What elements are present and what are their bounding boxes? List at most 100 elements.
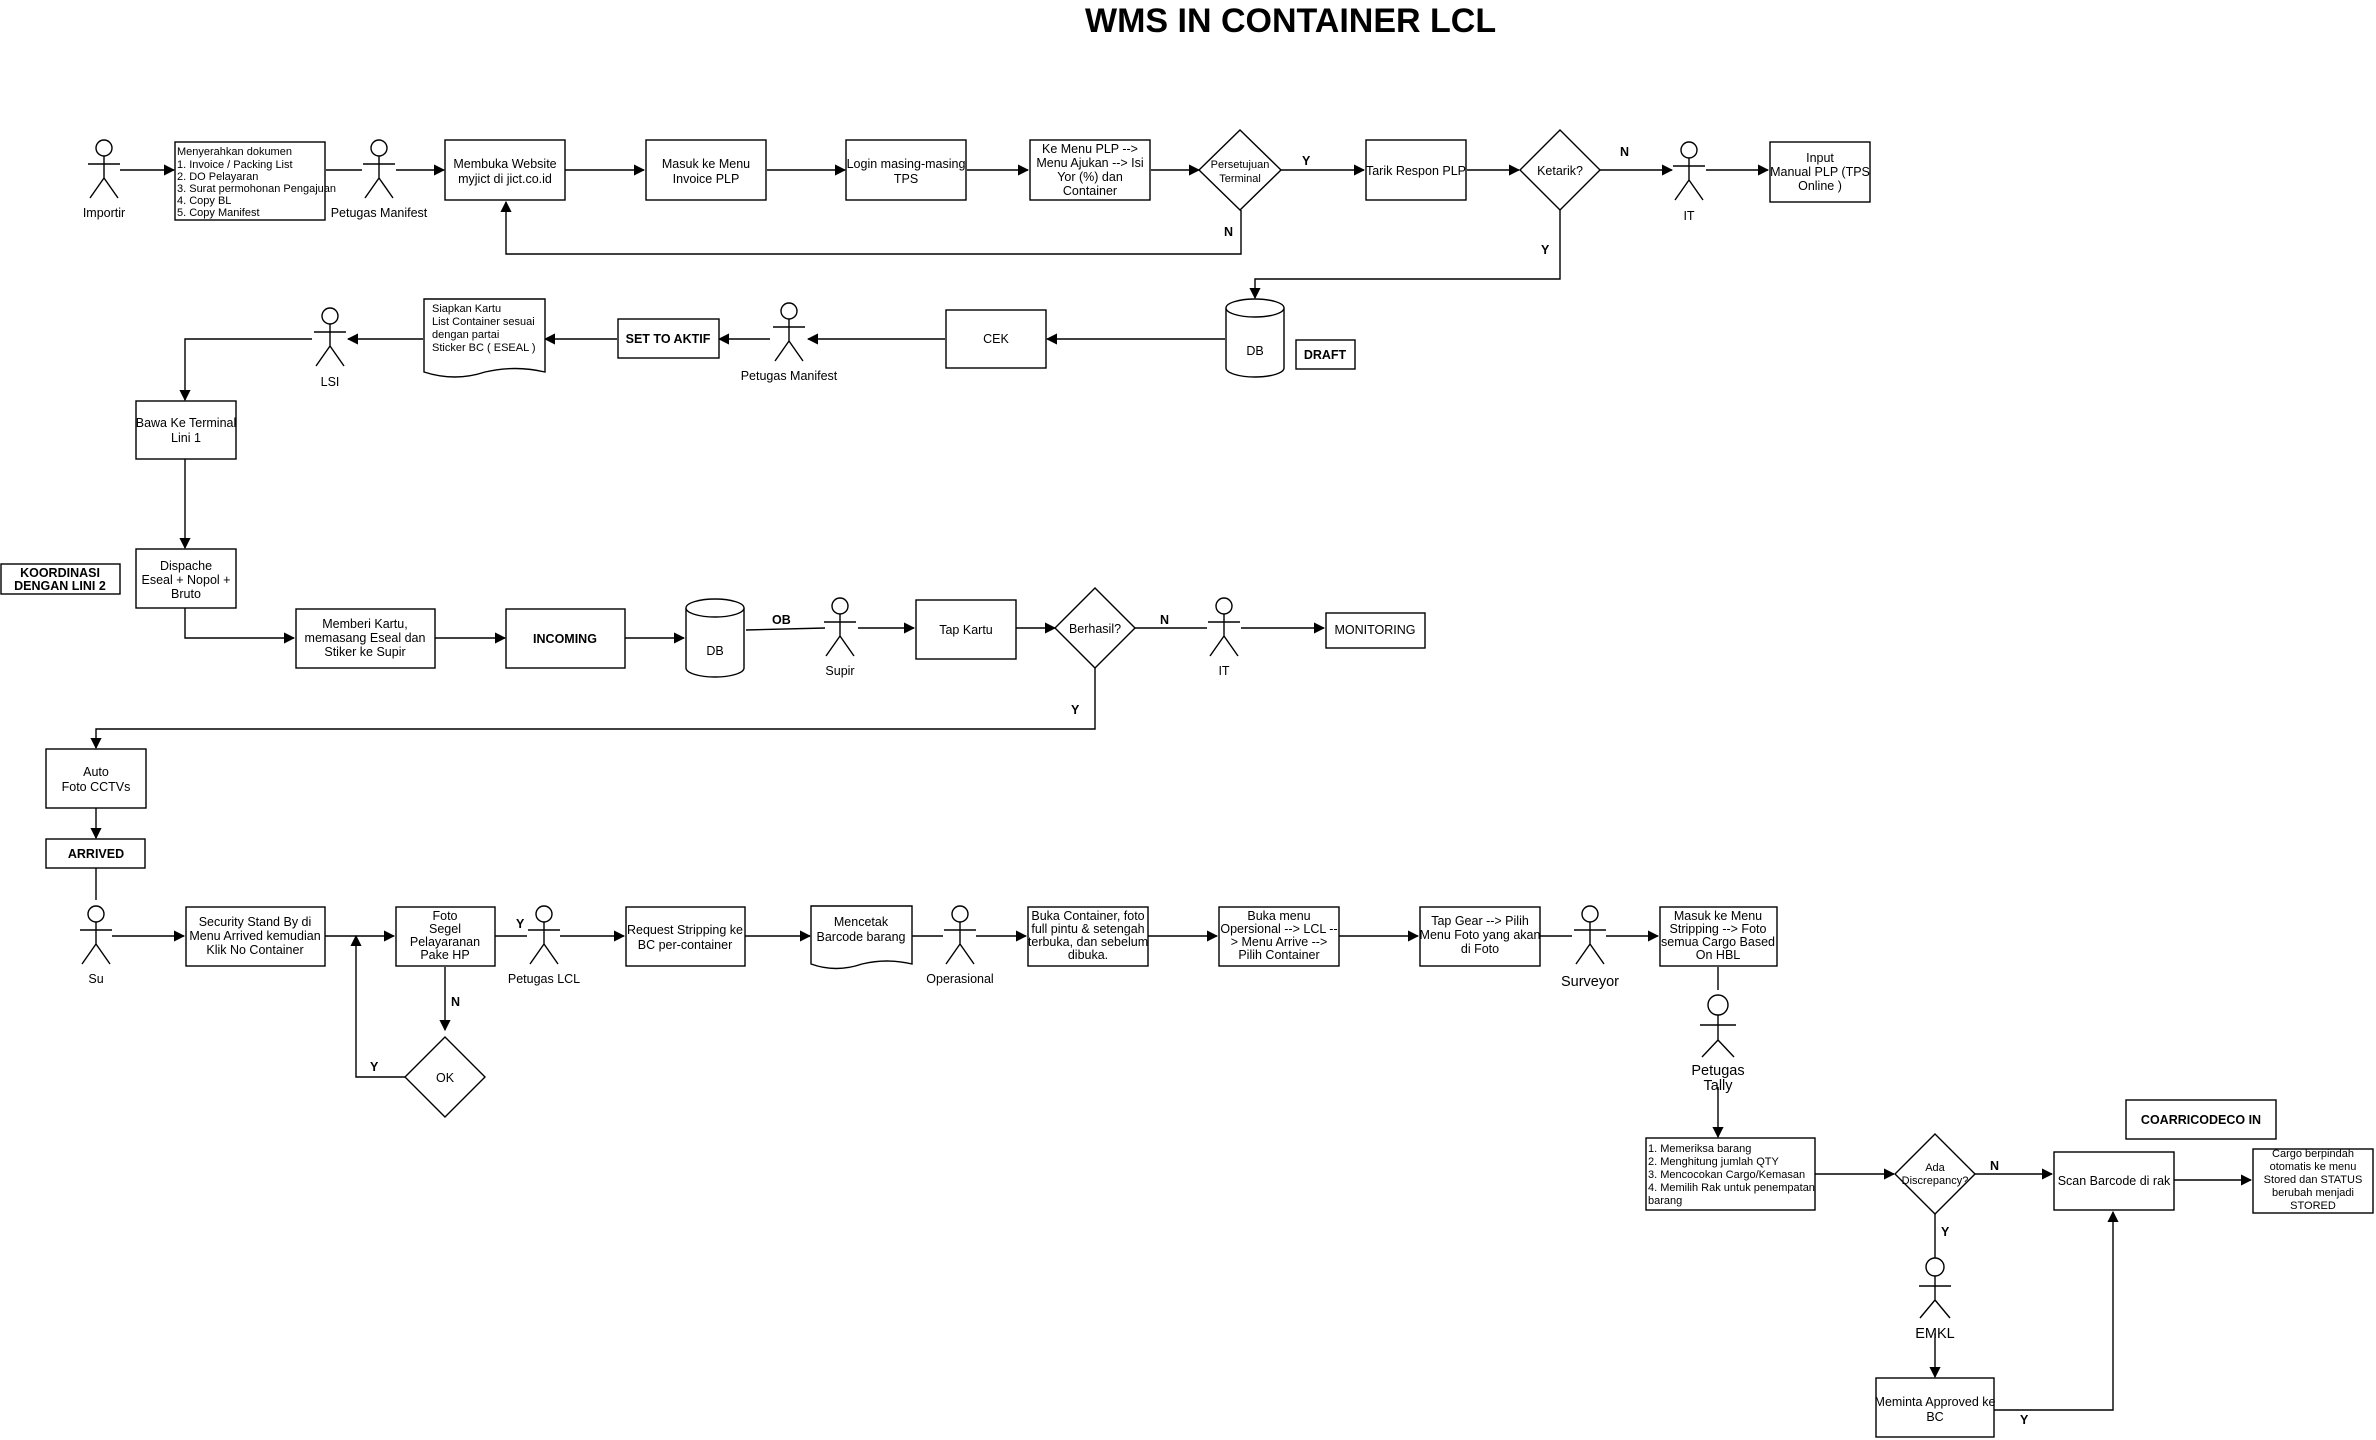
coarricodeco-box <box>2125 1099 2277 1140</box>
actor-label: Petugas <box>1691 1063 1744 1079</box>
box-line: Security Stand By di <box>199 915 312 929</box>
box-line: otomatis ke menu <box>2270 1161 2357 1173</box>
tap-gear-box <box>1419 906 1541 967</box>
actor-emkl: EMKL <box>1915 1257 1955 1342</box>
box-line: Tap Kartu <box>939 623 993 637</box>
actor-label: LSI <box>321 375 340 389</box>
actor-petugas-manifest-1: Petugas Manifest <box>331 139 428 220</box>
box-line: Tarik Respon PLP <box>1366 164 1466 178</box>
actor-label: IT <box>1218 664 1229 678</box>
box-line: Pilih Container <box>1238 948 1319 962</box>
edge-labels: Y N N Y OB N Y Y N Y N Y Y <box>370 145 2029 1427</box>
login-box <box>845 139 967 201</box>
siapkan-line: Sticker BC ( ESEAL ) <box>432 342 536 354</box>
edge-label-foto-n: N <box>451 995 460 1009</box>
box-line: Membuka Website <box>453 157 556 171</box>
box-line: Lini 1 <box>171 431 201 445</box>
actor-operasional: Operasional <box>926 905 994 986</box>
decision-line: Discrepancy? <box>1902 1175 1969 1187</box>
edge-ok-yes <box>350 934 406 1078</box>
decision-line: Ada <box>1925 1162 1945 1174</box>
status-monitoring: MONITORING <box>1334 623 1415 637</box>
cargo-pindah-box <box>2252 1148 2374 1214</box>
actor-supir: Supir <box>824 597 856 678</box>
diagram-title: WMS IN CONTAINER LCL <box>1085 2 1496 40</box>
siapkan-line: List Container sesuai <box>432 316 535 328</box>
box-line: Buka Container, foto <box>1031 909 1144 923</box>
decision-line: OK <box>436 1071 455 1085</box>
monitoring-box <box>1325 612 1426 649</box>
siapkan-kartu-text: Siapkan Kartu List Container sesuai deng… <box>432 303 536 354</box>
box-line: memasang Eseal dan <box>305 631 426 645</box>
box-line: Online ) <box>1798 179 1842 193</box>
actor-label: Su <box>88 972 103 986</box>
decision-line: Persetujuan <box>1211 159 1270 171</box>
actor-label: Surveyor <box>1561 974 1619 990</box>
box-line: Foto CCTVs <box>62 780 131 794</box>
status-boxes: SET TO AKTIF DRAFT KOORDINASI DENGAN LIN… <box>0 318 2277 1140</box>
box-line: myjict di jict.co.id <box>458 172 552 186</box>
input-manual-box <box>1769 141 1871 203</box>
box-line: BC <box>1926 1410 1943 1424</box>
persetujuan-decision <box>1197 129 1283 211</box>
box-line: Tap Gear --> Pilih <box>1431 914 1529 928</box>
actor-surveyor: Surveyor <box>1561 905 1619 990</box>
box-line: Invoice PLP <box>673 172 740 186</box>
status-coarricodeco: COARRICODECO IN <box>2141 1113 2261 1127</box>
buka-container-box <box>1027 906 1149 967</box>
db-label: DB <box>1246 344 1263 358</box>
box-line: Auto <box>83 765 109 779</box>
box-line: TPS <box>894 172 918 186</box>
edge-label-ob: OB <box>772 613 791 627</box>
edge-label-ok-y: Y <box>370 1060 379 1074</box>
box-line: Menu Ajukan --> Isi <box>1036 156 1143 170</box>
actor-importir: Importir <box>83 139 125 220</box>
actor-petugas-tally: Petugas Tally <box>1691 994 1745 1094</box>
status-incoming: INCOMING <box>533 632 597 646</box>
scan-barcode-box <box>2053 1151 2175 1211</box>
actor-it-2: IT <box>1208 597 1240 678</box>
box-line: Ke Menu PLP --> <box>1042 142 1138 156</box>
ketarik-decision <box>1519 129 1601 211</box>
membuka-website-box <box>444 139 566 201</box>
box-line: > Menu Arrive --> <box>1231 935 1328 949</box>
status-draft: DRAFT <box>1304 348 1347 362</box>
box-line: 3. Mencocokan Cargo/Kemasan <box>1648 1169 1805 1181</box>
box-line: Pake HP <box>420 948 469 962</box>
edge-label-ketarik-y: Y <box>1541 243 1550 257</box>
tap-kartu-box <box>915 599 1017 660</box>
box-line: Request Stripping ke <box>627 923 743 937</box>
decisions: Persetujuan Terminal Ketarik? Berhasil? … <box>404 129 1976 1215</box>
request-stripping-box <box>625 906 746 967</box>
box-line: 2. Menghitung jumlah QTY <box>1648 1156 1780 1168</box>
edge-label-berhasil-y: Y <box>1071 703 1080 717</box>
edge-label-ketarik-n: N <box>1620 145 1629 159</box>
actor-it-1: IT <box>1673 141 1705 223</box>
status-koordinasi-line: KOORDINASI <box>20 566 100 580</box>
edge-berhasil-yes <box>90 668 1096 750</box>
decision-line: Berhasil? <box>1069 622 1121 636</box>
box-line: Eseal + Nopol + <box>142 573 231 587</box>
database-db-1: DB <box>1225 298 1285 378</box>
actor-lsi: LSI <box>314 307 346 389</box>
ok-decision <box>404 1036 486 1118</box>
box-line: Scan Barcode di rak <box>2058 1174 2171 1188</box>
box-line: Opersional --> LCL -- <box>1220 922 1337 936</box>
buka-menu-box <box>1218 906 1340 967</box>
siapkan-line: Siapkan Kartu <box>432 303 501 315</box>
edge-label-persetujuan-n: N <box>1224 225 1233 239</box>
actor-petugas-manifest-2: Petugas Manifest <box>741 302 838 383</box>
box-line: Input <box>1806 151 1834 165</box>
box-line: semua Cargo Based <box>1661 935 1775 949</box>
box-line: Container <box>1063 184 1117 198</box>
edge-label-persetujuan-y: Y <box>1302 154 1311 168</box>
db-label: DB <box>706 644 723 658</box>
box-line: Bruto <box>171 587 201 601</box>
set-to-aktif-box <box>617 318 720 359</box>
doc-line: 1. Invoice / Packing List <box>177 159 293 171</box>
actor-label: Supir <box>825 664 854 678</box>
dispache-box <box>135 548 237 609</box>
box-line: Foto <box>432 909 457 923</box>
status-koordinasi-line: DENGAN LINI 2 <box>14 579 106 593</box>
